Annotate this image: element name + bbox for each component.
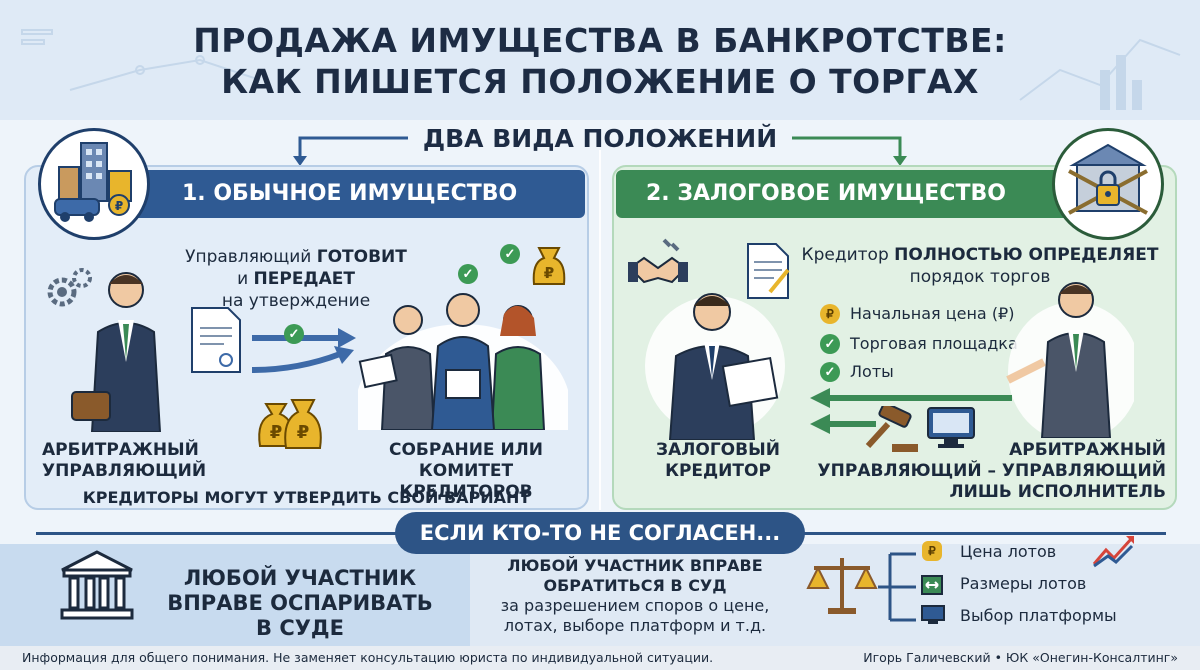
committee-line1: СОБРАНИЕ ИЛИ — [388, 440, 544, 460]
right-item-price: Начальная цена (₽) — [850, 304, 1015, 323]
left-actor-label: АРБИТРАЖНЫЙ УПРАВЛЯЮЩИЙ — [42, 440, 242, 482]
flow-arrows — [251, 328, 356, 373]
right-item-platform: Торговая площадка — [850, 334, 1018, 353]
creditor-figure — [645, 293, 785, 440]
committee-figures — [358, 293, 568, 430]
svg-text:₽: ₽ — [270, 422, 283, 443]
chart-icon — [1092, 536, 1134, 568]
right-item-lots: Лоты — [850, 362, 894, 381]
committee-label: СОБРАНИЕ ИЛИ КОМИТЕТ КРЕДИТОРОВ — [350, 440, 582, 503]
left-actor-line1: АРБИТРАЖНЫЙ — [42, 440, 199, 460]
right-action-post: порядок торгов — [909, 267, 1051, 287]
dispute-item-price: Цена лотов — [960, 542, 1057, 561]
svg-text:₽: ₽ — [544, 264, 554, 282]
left-action-bold2: ПЕРЕДАЕТ — [253, 269, 355, 289]
footer: Информация для общего понимания. Не заме… — [0, 646, 1200, 670]
dispute-left-line2: ВПРАВЕ ОСПАРИВАТЬ — [167, 591, 433, 615]
manager-figure — [1006, 282, 1134, 438]
svg-text:₽: ₽ — [297, 422, 310, 443]
right-actor-line3: ЛИШЬ ИСПОЛНИТЕЛЬ — [949, 482, 1166, 502]
svg-text:₽: ₽ — [115, 199, 123, 213]
left-note: КРЕДИТОРЫ МОГУТ УТВЕРДИТЬ СВОЙ ВАРИАНТ — [82, 488, 531, 507]
gears-icon — [47, 268, 92, 307]
ruble-coin-icon: ₽ — [820, 304, 840, 324]
right-actor-label: АРБИТРАЖНЫЙ УПРАВЛЯЮЩИЙ – УПРАВЛЯЮЩИЙ ЛИ… — [810, 440, 1166, 503]
creditor-label: ЗАЛОГОВЫЙ КРЕДИТОР — [648, 440, 788, 482]
section-subheading: ДВА ВИДА ПОЛОЖЕНИЙ — [422, 124, 778, 153]
check-icon: ✓ — [500, 244, 520, 264]
dispute-left-text: ЛЮБОЙ УЧАСТНИК ВПРАВЕ ОСПАРИВАТЬ В СУДЕ — [150, 566, 450, 641]
right-actor-line1: АРБИТРАЖНЫЙ — [1009, 440, 1166, 460]
page-title: ПРОДАЖА ИМУЩЕСТВА В БАНКРОТСТВЕ: КАК ПИШ… — [0, 20, 1200, 102]
pledged-property-banner: 2. ЗАЛОГОВОЕ ИМУЩЕСТВО — [616, 170, 1102, 218]
computer-icon — [921, 605, 945, 624]
creditor-line2: КРЕДИТОР — [665, 461, 771, 481]
check-icon: ✓ — [458, 264, 478, 284]
split-arrows — [293, 136, 907, 166]
bank-vault-icon — [1052, 128, 1164, 240]
dispute-item-lots: Размеры лотов — [960, 574, 1087, 593]
handshake-icon — [628, 238, 688, 284]
document-icon — [191, 307, 241, 373]
left-action-text: Управляющий ГОТОВИТ и ПЕРЕДАЕТ на утверж… — [176, 246, 416, 312]
scales-icon — [806, 558, 878, 614]
right-action-bold: ПОЛНОСТЬЮ ОПРЕДЕЛЯЕТ — [894, 245, 1159, 265]
left-action-bold1: ГОТОВИТ — [316, 247, 407, 267]
money-bag-icon: ₽ — [532, 247, 566, 285]
committee-line2: КОМИТЕТ КРЕДИТОРОВ — [399, 461, 533, 502]
dispute-middle-line3: за разрешением споров о цене, — [500, 596, 770, 615]
right-actor-line2: УПРАВЛЯЮЩИЙ – УПРАВЛЯЮЩИЙ — [817, 461, 1166, 481]
footer-disclaimer: Информация для общего понимания. Не заме… — [22, 650, 714, 665]
title-line-2: КАК ПИШЕТСЯ ПОЛОЖЕНИЕ О ТОРГАХ — [221, 62, 979, 101]
creditor-line1: ЗАЛОГОВЫЙ — [656, 440, 780, 460]
check-icon: ✓ — [820, 334, 840, 354]
dispute-left-line3: В СУДЕ — [256, 616, 344, 640]
dispute-left-line1: ЛЮБОЙ УЧАСТНИК — [183, 566, 417, 590]
title-line-1: ПРОДАЖА ИМУЩЕСТВА В БАНКРОТСТВЕ: — [193, 21, 1007, 60]
computer-icon — [927, 407, 975, 448]
gavel-icon — [865, 406, 918, 452]
disagreement-banner: ЕСЛИ КТО-ТО НЕ СОГЛАСЕН... — [395, 512, 805, 554]
footer-author: Игорь Галичевский • ЮК «Онегин-Консалтин… — [863, 650, 1178, 665]
return-arrows — [810, 388, 1012, 434]
courthouse-icon — [60, 550, 134, 620]
dispute-middle-line4: лотах, выборе платформ и т.д. — [503, 616, 767, 635]
left-action-pre: Управляющий — [185, 247, 317, 267]
left-action-post: на утверждение — [221, 291, 371, 311]
right-action-pre: Кредитор — [801, 245, 895, 265]
lot-size-icon — [921, 575, 943, 595]
right-action-text: Кредитор ПОЛНОСТЬЮ ОПРЕДЕЛЯЕТ порядок то… — [790, 244, 1170, 288]
check-icon: ✓ — [284, 324, 304, 344]
dispute-item-platform: Выбор платформы — [960, 606, 1117, 625]
dispute-middle-text: ЛЮБОЙ УЧАСТНИК ВПРАВЕ ОБРАТИТЬСЯ В СУД з… — [470, 556, 800, 636]
dispute-middle-line2: ОБРАТИТЬСЯ В СУД — [543, 576, 727, 595]
left-action-mid: и — [237, 269, 254, 289]
check-icon: ✓ — [820, 362, 840, 382]
left-actor-line2: УПРАВЛЯЮЩИЙ — [42, 461, 207, 481]
contract-icon — [747, 243, 790, 299]
buildings-icon: ₽ — [38, 128, 150, 240]
manager-figure — [71, 272, 162, 432]
money-bag-icon: ₽ ₽ — [258, 399, 322, 449]
branch-lines — [878, 552, 916, 622]
panel-divider — [599, 150, 601, 510]
dispute-middle-line1: ЛЮБОЙ УЧАСТНИК ВПРАВЕ — [507, 556, 763, 575]
money-bag-icon: ₽ — [922, 541, 942, 561]
ordinary-property-banner: 1. ОБЫЧНОЕ ИМУЩЕСТВО — [100, 170, 585, 218]
